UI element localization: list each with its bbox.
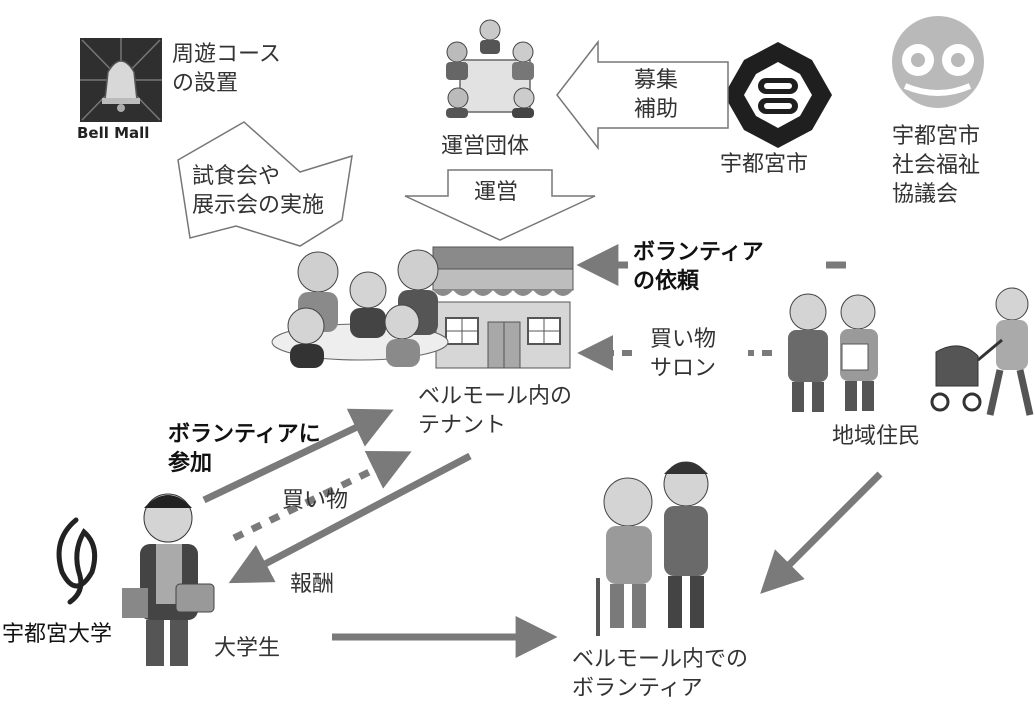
arrow-reward [228,452,472,584]
arrow-shopping [232,450,412,542]
elderly-couple-illustration [788,293,878,412]
label-volunteer-in-mall: ベルモール内での ボランティア [572,647,749,701]
operate-arrow [404,169,596,241]
arrow-residents-volunteer [760,471,883,594]
utsunomiya-city-emblem [724,42,832,148]
bell-mall-logo-text: Bell Mall [77,124,149,142]
mother-stroller-illustration [930,287,1034,416]
store-building-illustration [432,246,574,369]
label-student: 大学生 [214,636,281,661]
label-operating-group: 運営団体 [441,134,530,159]
shoppers-group-illustration [271,249,449,368]
event-burst-shape [177,121,353,247]
bell-mall-logo [80,38,162,122]
operating-group-illustration [446,19,535,118]
label-volunteer-join: ボランティアに 参加 [168,422,321,476]
label-volunteer-request: ボランティア の依頼 [633,240,764,294]
label-shopping-salon: 買い物 サロン [650,327,717,381]
label-tasting-exhibition: 試食会や 展示会の実施 [192,164,325,218]
student-illustration [122,493,215,666]
label-welfare-council: 宇都宮市 社会福祉 協議会 [892,124,981,207]
label-course: 周遊コース の設置 [172,42,281,96]
label-residents: 地域住民 [832,424,921,449]
utsunomiya-university-logo [56,517,98,605]
label-recruit-support: 募集 補助 [634,68,679,122]
flow-arrows [202,244,883,658]
label-tenant: ベルモール内の テナント [418,384,573,438]
label-reward: 報酬 [290,572,335,597]
arrow-join-volunteer [202,408,394,504]
label-city: 宇都宮市 [720,152,809,177]
label-shopping: 買い物 [282,488,349,513]
recruit-support-arrow [556,39,729,151]
label-operate: 運営 [474,180,519,205]
volunteer-pair-illustration [596,461,709,636]
label-university: 宇都宮大学 [2,622,113,647]
welfare-council-logo [892,16,984,108]
